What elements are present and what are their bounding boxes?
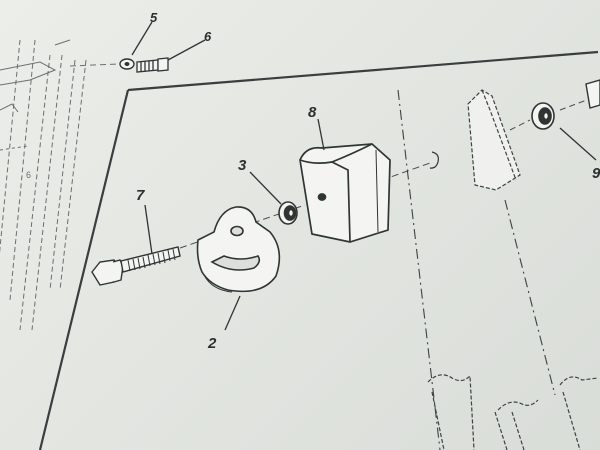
- item-5-washer-top: [119, 58, 135, 70]
- bottom-structure: [427, 374, 599, 450]
- left-edge-note: 6: [26, 170, 31, 180]
- item-3-washer: [278, 201, 298, 225]
- callout-leader-2: [224, 295, 241, 331]
- callout-item-6: 6: [204, 29, 212, 44]
- right-channel-part: [467, 89, 521, 191]
- callout-leaders-top: [131, 21, 206, 61]
- figure-border: [38, 50, 599, 450]
- callout-item-2: 2: [207, 335, 217, 352]
- item-6-screw-top: [136, 57, 169, 73]
- callout-item-8: 8: [308, 104, 317, 121]
- callout-leader-7: [144, 204, 153, 255]
- item-9-part-edge: [585, 79, 600, 109]
- item-2-plate: [196, 206, 281, 293]
- item-7-bolt: [91, 246, 181, 286]
- vertical-guide-lines: [397, 89, 556, 450]
- callout-item-9: 9: [592, 165, 600, 182]
- callout-leader-3: [249, 171, 282, 205]
- item-8-bracket: [299, 143, 391, 243]
- callout-item-3: 3: [238, 157, 247, 174]
- callout-leader-8: [317, 118, 325, 151]
- item-9-washer-right: [531, 102, 555, 130]
- left-partial-assembly: [0, 39, 87, 331]
- callout-item-7: 7: [136, 187, 145, 204]
- right-centerline-1: [509, 119, 531, 131]
- retaining-clip: [429, 151, 439, 169]
- item-7-bolt-threads: [127, 248, 176, 272]
- callout-item-5: 5: [150, 10, 158, 25]
- callout-leader-9: [559, 127, 597, 161]
